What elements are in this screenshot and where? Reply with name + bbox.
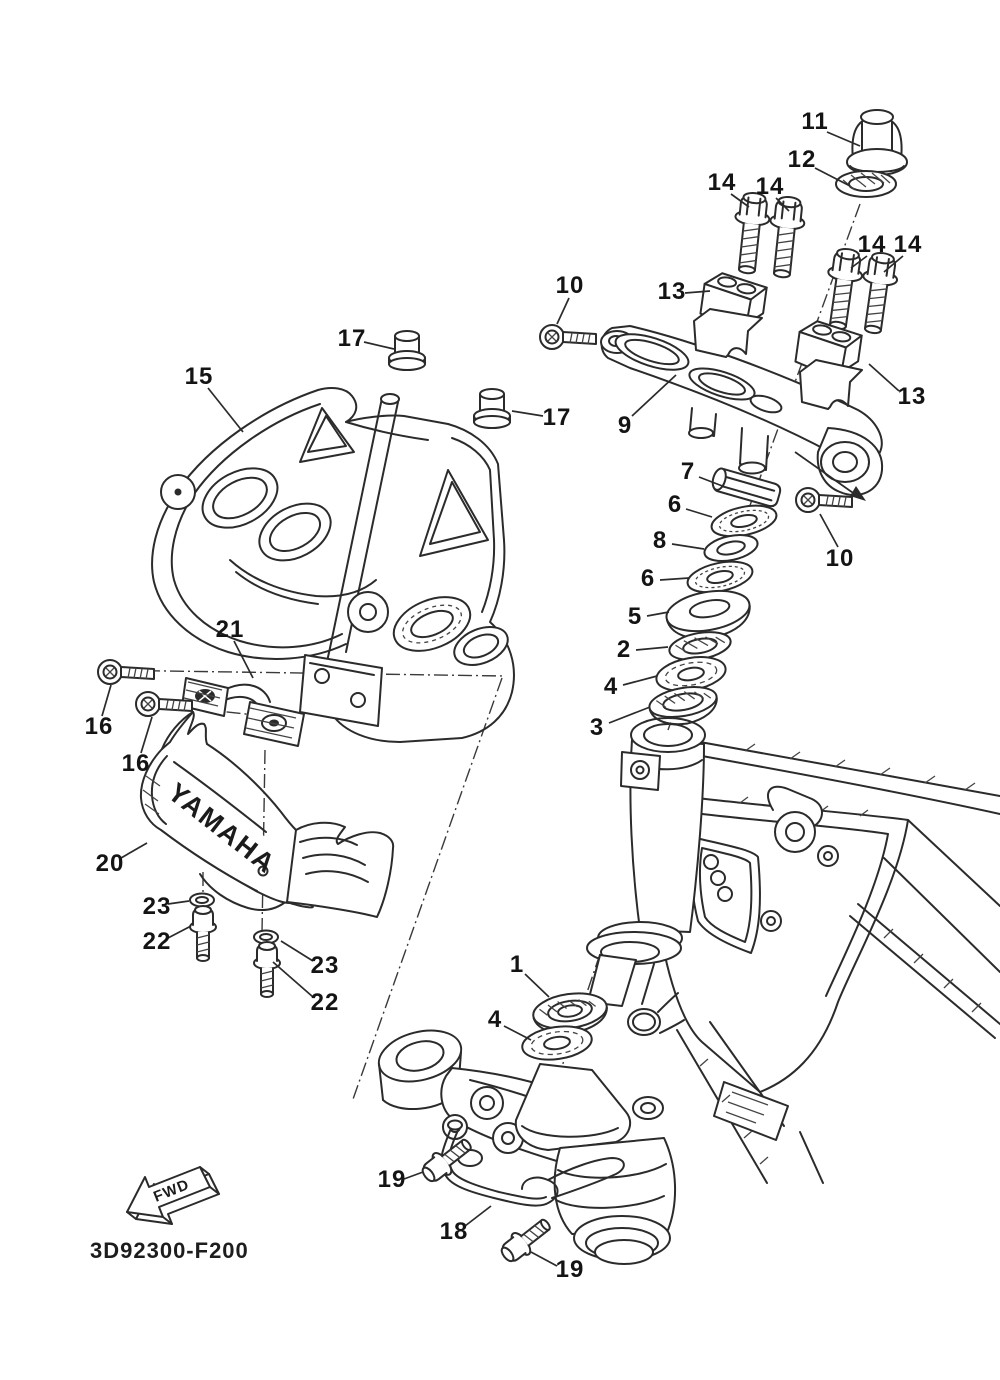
insert-arrowhead [850,486,866,501]
insert-arrow [794,451,857,496]
fwd-direction-arrow: FWD [126,1166,220,1225]
yamaha-guard-20: YAMAHA [139,711,395,918]
washer-12 [835,170,897,198]
bolt-16 [97,659,155,685]
steering-head-tube [586,717,706,1005]
washer-2 [668,631,732,661]
bolt-22 [189,905,217,962]
bearing-race-3 [648,686,718,726]
upper-bracket-assembly [539,109,908,726]
dust-seal-1 [532,992,608,1035]
pinch-bolt-10 [539,324,597,350]
bolt-19 [495,1211,557,1269]
bearing-4 [519,1021,595,1065]
cap-nut-11 [846,109,908,176]
handlebar-bolt-14 [819,245,867,333]
clamp-bracket-21 [181,677,305,747]
stay-bracket-15 [151,387,515,743]
stem-clamp-7 [711,467,782,508]
washer-23 [189,892,215,908]
grommet-17 [388,330,426,371]
lower-triple-clamp [377,1029,676,1265]
lower-bracket-assembly [377,954,676,1269]
bolt-22 [253,941,281,998]
part-code-label: 3D92300-F200 [90,1238,249,1263]
upper-triple-clamp-9 [600,308,884,496]
grommet-17 [473,388,511,429]
washer-8 [703,533,759,563]
handlebar-bolt-14 [728,190,773,276]
callout-leader-lines [101,131,904,1267]
